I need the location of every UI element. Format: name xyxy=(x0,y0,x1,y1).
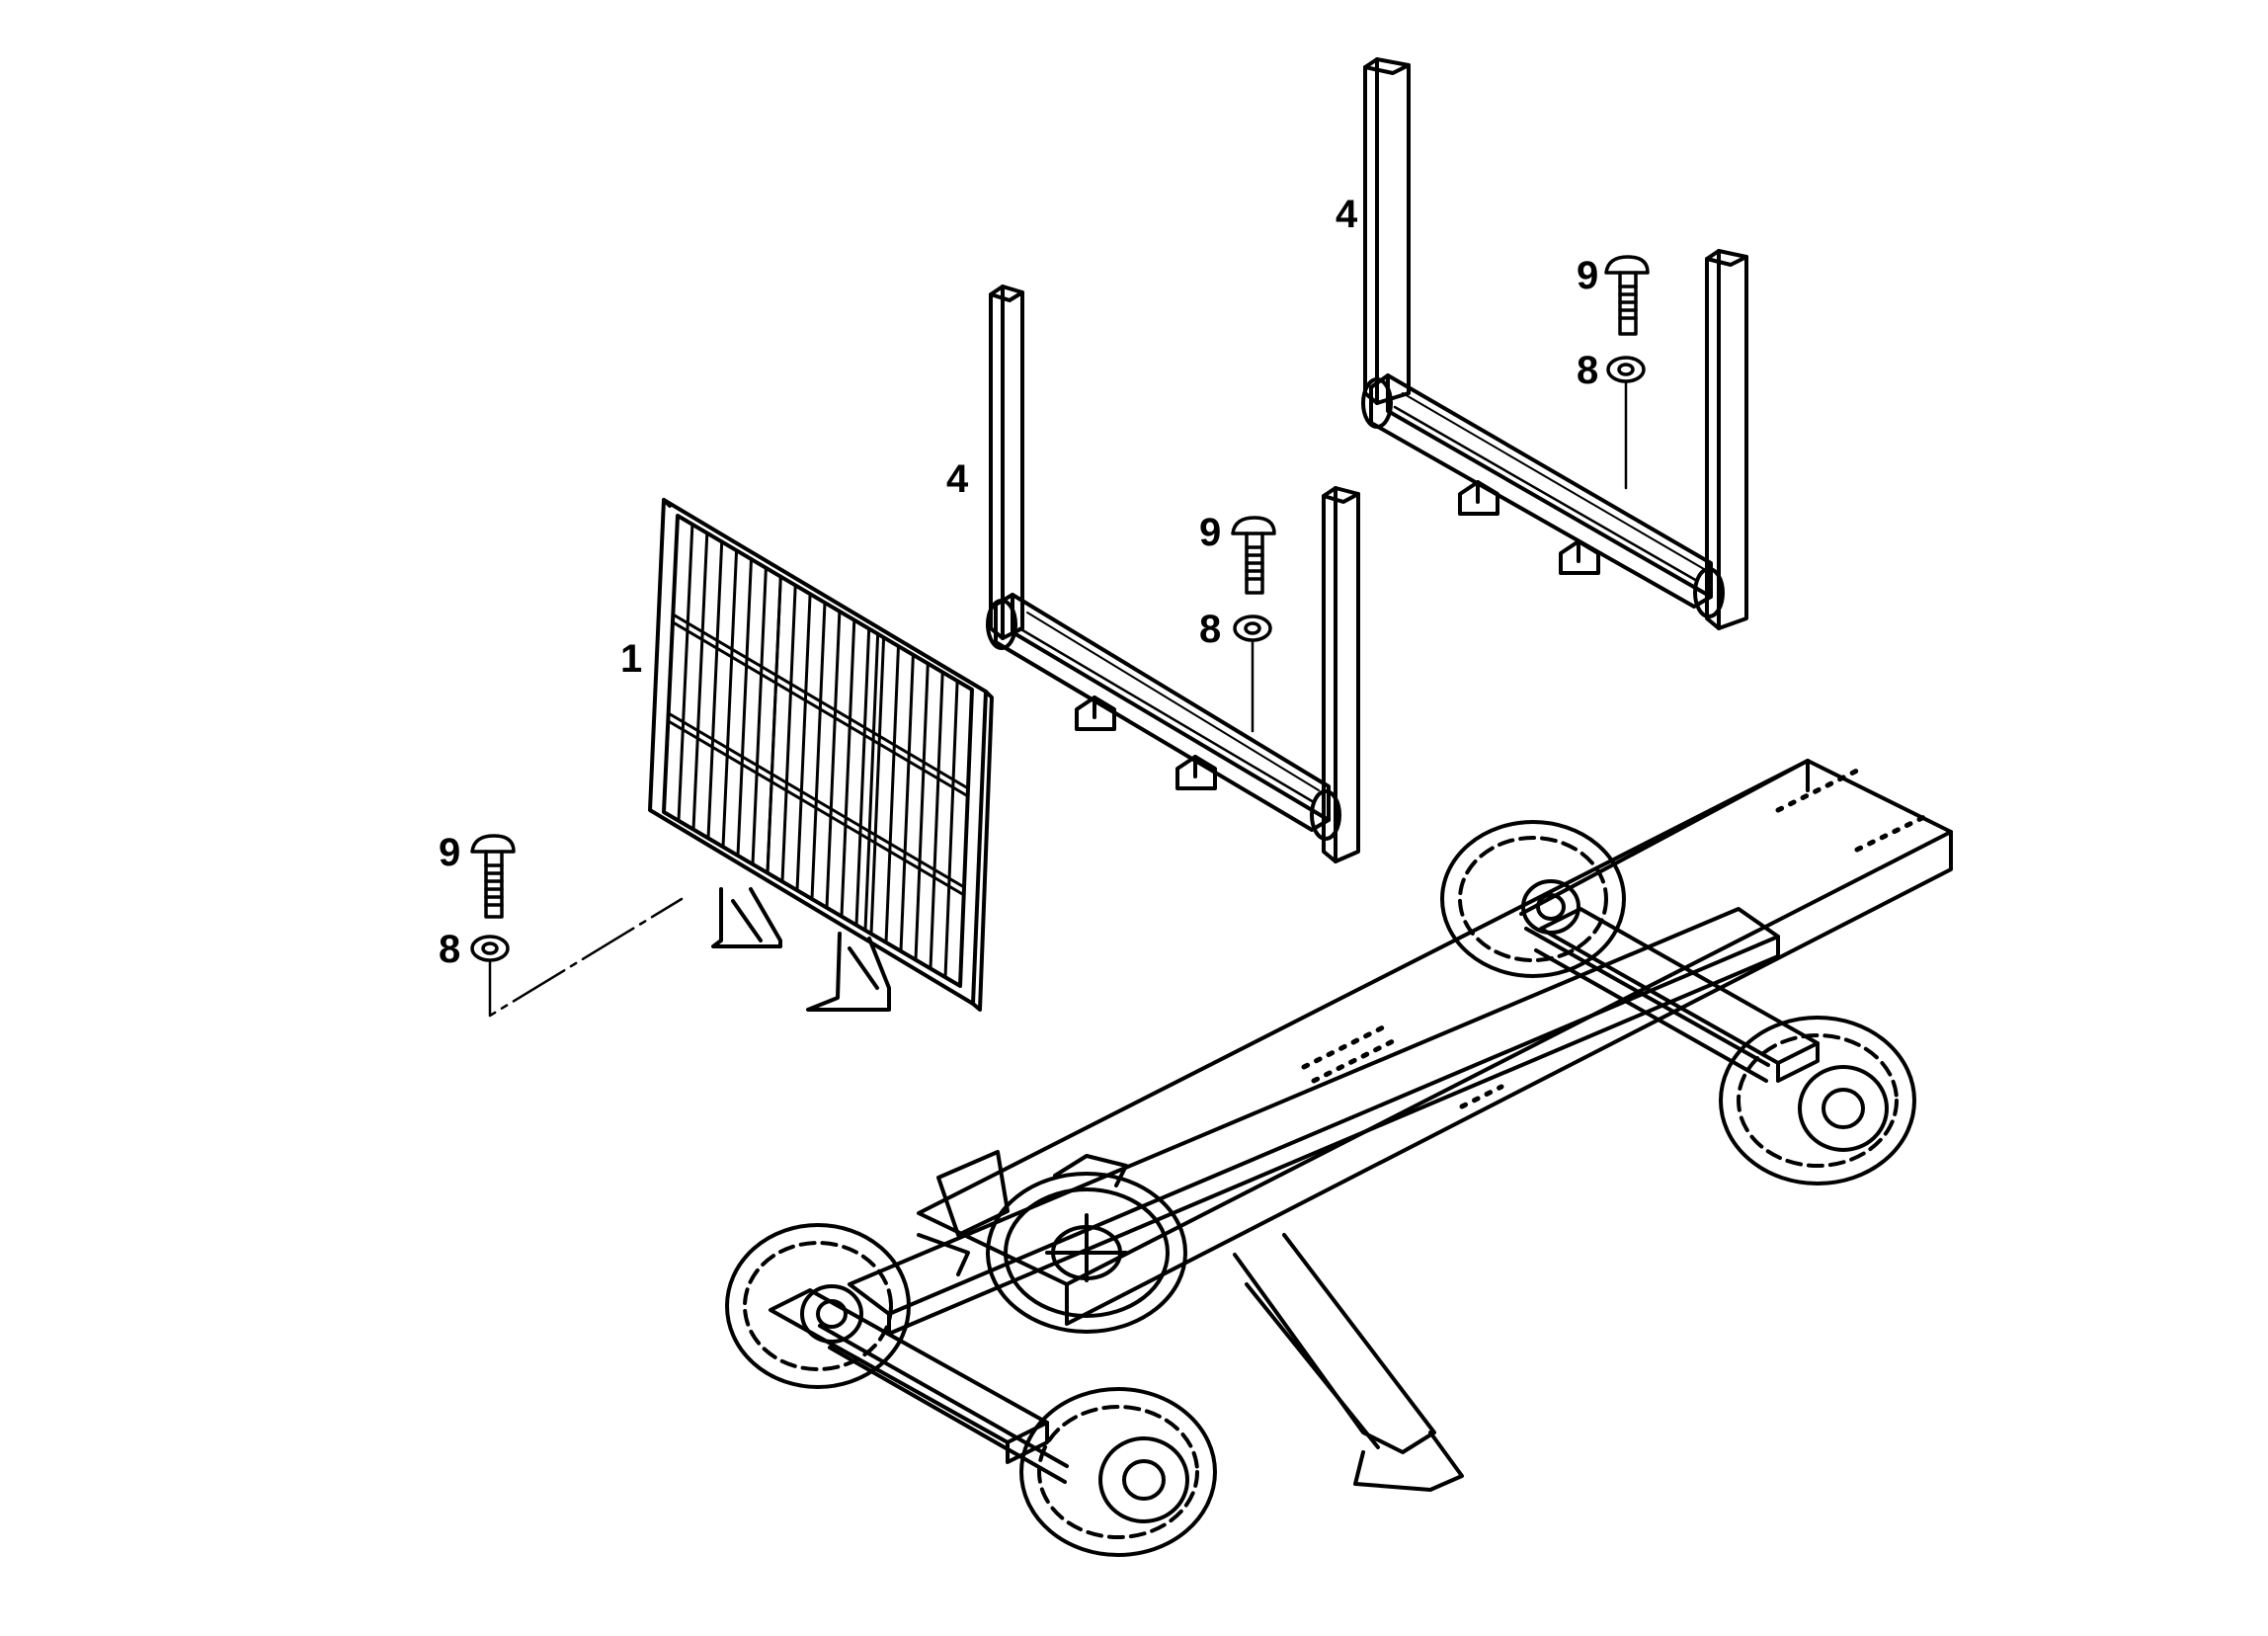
callout-bolt-a: 9 xyxy=(439,831,460,874)
callout-washer-a: 8 xyxy=(439,928,460,971)
callout-bolt-b: 9 xyxy=(1199,511,1221,554)
grille-slat xyxy=(780,583,797,883)
grille-slat xyxy=(929,670,944,970)
headboard-feet xyxy=(711,887,891,1012)
washer-icon-a xyxy=(470,935,510,962)
bolt-icon-c xyxy=(1604,255,1650,336)
callout-washer-b: 8 xyxy=(1199,608,1221,651)
grille-post xyxy=(863,631,880,932)
grille-slat xyxy=(721,548,739,849)
callout-headboard: 1 xyxy=(620,637,642,681)
grille-slat xyxy=(691,532,709,832)
grille-rail xyxy=(667,719,966,897)
grille-slat xyxy=(884,644,900,944)
grille-slat xyxy=(706,539,724,840)
stake-frame-front xyxy=(986,285,1360,863)
turntable-ring xyxy=(986,1154,1187,1334)
grille-rail xyxy=(671,613,970,790)
grille-slat xyxy=(825,610,842,910)
callout-stake-rear: 4 xyxy=(1336,193,1358,236)
washer-icon-b xyxy=(1233,614,1272,642)
stake-frame-rear xyxy=(1361,57,1748,630)
grille-slat xyxy=(914,662,930,962)
headboard-grille-bars xyxy=(667,523,970,979)
grille-slat xyxy=(943,679,959,979)
grille-slat xyxy=(840,618,856,919)
bolt-icon-a xyxy=(470,834,516,919)
grille-slat xyxy=(854,626,871,927)
grille-post xyxy=(766,574,782,874)
wheel-front-right xyxy=(1019,1387,1217,1557)
grille-slat xyxy=(795,592,812,892)
grille-slat xyxy=(810,601,827,901)
callout-stake-front: 4 xyxy=(946,457,969,501)
washer-icon-c xyxy=(1606,356,1646,383)
leader-lines xyxy=(488,381,1628,1018)
grille-slat xyxy=(736,557,753,858)
grille-slat xyxy=(899,653,915,953)
wheel-rear-right xyxy=(1719,1016,1916,1186)
trailer-chassis xyxy=(769,759,1953,1492)
grille-rail xyxy=(671,620,970,798)
bolt-icon-b xyxy=(1231,516,1276,595)
wheel-rear-left xyxy=(1440,820,1626,978)
grille-slat xyxy=(869,635,886,936)
callout-washer-c: 8 xyxy=(1577,349,1598,392)
grille-slat xyxy=(751,566,768,866)
grille-slat xyxy=(677,523,694,823)
wheel-front-left xyxy=(725,1223,911,1389)
callout-bolt-c: 9 xyxy=(1577,254,1598,297)
grille-rail xyxy=(667,711,966,889)
